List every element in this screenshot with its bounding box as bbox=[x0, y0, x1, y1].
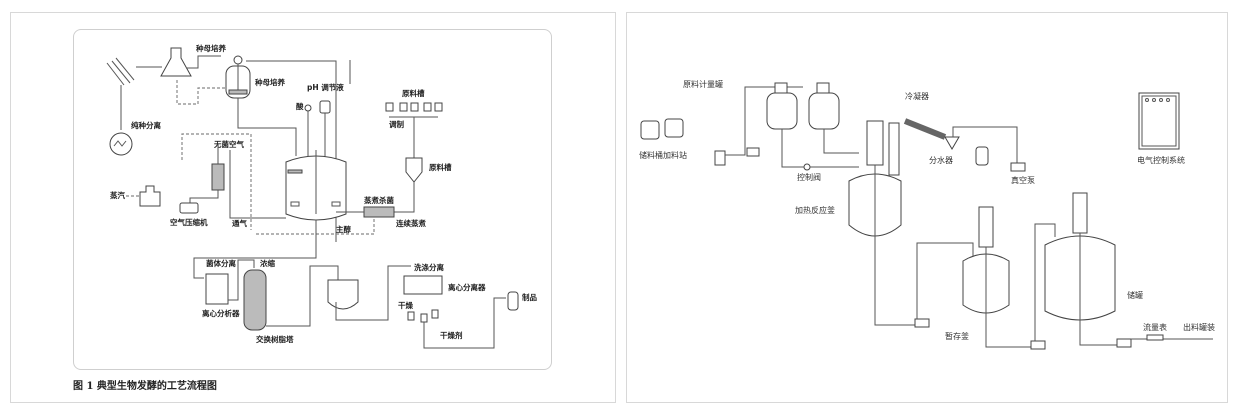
left-figure-panel: 纯种分离 种母培养 种母培养 pH 调节液 酸 bbox=[10, 12, 616, 403]
label-washing-separation: 洗涤分离 bbox=[414, 262, 444, 272]
reactor-process-diagram: 原料计量罐 储料桶加料站 控制阀 加热反应釜 冷凝器 分水器 bbox=[639, 79, 1215, 350]
label-acid: 酸 bbox=[296, 101, 304, 111]
transfer-pump-2-icon bbox=[1030, 340, 1046, 350]
air-filter-icon bbox=[211, 163, 225, 191]
label-ph-regulator: pH 调节液 bbox=[307, 82, 344, 92]
seed-tank-icon bbox=[225, 55, 251, 99]
label-seed-culture-2: 种母培养 bbox=[254, 77, 285, 87]
storage-barrels-icon bbox=[640, 118, 684, 140]
steam-boiler-icon bbox=[139, 185, 161, 207]
drum-icon bbox=[714, 150, 726, 166]
label-desiccant: 干燥剂 bbox=[440, 330, 463, 340]
label-sterile-air: 无菌空气 bbox=[213, 139, 244, 149]
label-steam: 蒸汽 bbox=[110, 190, 125, 200]
condenser-column-icon bbox=[888, 122, 900, 176]
raw-material-tank-icon bbox=[405, 157, 423, 183]
water-separator-icon bbox=[944, 136, 960, 150]
label-storage-tank: 储罐 bbox=[1127, 290, 1143, 300]
label-pure-strain-separation: 纯种分离 bbox=[131, 120, 161, 130]
label-condenser: 冷凝器 bbox=[905, 91, 929, 101]
label-raw-material-tank-top: 原料槽 bbox=[402, 88, 425, 98]
label-electric-control: 电气控制系统 bbox=[1137, 155, 1185, 165]
label-concentration: 浓缩 bbox=[260, 258, 275, 268]
sterilizer-icon bbox=[363, 206, 395, 218]
main-fermenter-icon bbox=[285, 150, 347, 221]
label-raw-material-tank: 原料槽 bbox=[429, 162, 452, 172]
label-product: 制品 bbox=[522, 292, 537, 302]
label-drying: 干燥 bbox=[398, 300, 413, 310]
condenser-tube-icon bbox=[903, 118, 947, 140]
product-container-icon bbox=[507, 291, 519, 311]
label-aeration: 通气 bbox=[232, 218, 247, 228]
flow-meter-icon bbox=[1146, 334, 1164, 341]
label-water-separator: 分水器 bbox=[929, 155, 953, 165]
storage-tank-icon bbox=[1044, 192, 1116, 321]
raw-material-hoppers-icon bbox=[385, 102, 443, 118]
crystallizer-icon bbox=[327, 279, 359, 310]
ph-tank-icon bbox=[319, 100, 331, 114]
right-figure-panel: 原料计量罐 储料桶加料站 控制阀 加热反应釜 冷凝器 分水器 bbox=[626, 12, 1228, 403]
electric-control-cabinet-icon bbox=[1138, 92, 1180, 150]
label-heated-reactor: 加热反应釜 bbox=[795, 205, 835, 215]
vacuum-pump-icon bbox=[1010, 162, 1026, 172]
dryer-icon bbox=[407, 311, 415, 321]
label-storage-station: 储料桶加料站 bbox=[639, 150, 687, 160]
label-main-fermentation: 主醇 bbox=[336, 224, 351, 234]
acid-valve-icon bbox=[304, 104, 312, 112]
label-centrifuge: 离心分离器 bbox=[448, 282, 486, 292]
label-discharge: 出料罐装 bbox=[1183, 322, 1215, 332]
slant-tubes-icon bbox=[106, 57, 135, 86]
figure-caption: 图 1 典型生物发酵的工艺流程图 bbox=[73, 381, 217, 392]
label-centrifugal-separator: 离心分析器 bbox=[202, 308, 240, 318]
label-holding-tank: 暂存釜 bbox=[945, 331, 969, 341]
label-air-compressor: 空气压缩机 bbox=[170, 217, 208, 227]
label-vacuum-pump: 真空泵 bbox=[1011, 175, 1035, 185]
holding-tank-icon bbox=[962, 206, 1010, 314]
seed-flask-icon bbox=[160, 47, 192, 77]
label-continuous-cooking: 连续蒸煮 bbox=[396, 218, 426, 228]
control-valve-icon bbox=[803, 163, 811, 171]
label-ion-exchange-column: 交换树脂塔 bbox=[256, 334, 294, 344]
label-control-valve: 控制阀 bbox=[797, 172, 821, 182]
label-flow-meter: 流量表 bbox=[1143, 322, 1167, 332]
label-cell-separation: 菌体分离 bbox=[206, 258, 236, 268]
fermentation-diagram-frame: 纯种分离 种母培养 种母培养 pH 调节液 酸 bbox=[73, 29, 552, 370]
metering-tank-2-icon bbox=[808, 82, 840, 130]
cell-centrifuge-icon bbox=[205, 273, 229, 305]
petri-dish-icon bbox=[109, 132, 133, 156]
ion-exchange-column-icon bbox=[243, 269, 267, 331]
heated-reactor-icon bbox=[848, 120, 902, 237]
metering-tank-1-icon bbox=[766, 82, 798, 130]
feed-pump-icon bbox=[746, 147, 760, 157]
air-compressor-icon bbox=[179, 202, 199, 214]
fermentation-process-diagram: 纯种分离 种母培养 种母培养 pH 调节液 酸 bbox=[106, 43, 537, 349]
transfer-pump-1-icon bbox=[914, 318, 930, 328]
centrifuge-icon bbox=[403, 275, 443, 295]
label-blending: 调制 bbox=[389, 119, 404, 129]
discharge-pump-icon bbox=[1116, 338, 1132, 348]
label-metering-tank: 原料计量罐 bbox=[683, 79, 723, 89]
label-sterilizer: 蒸煮杀菌 bbox=[364, 195, 394, 205]
receiver-tank-icon bbox=[975, 146, 989, 166]
label-seed-culture-1: 种母培养 bbox=[195, 43, 226, 53]
